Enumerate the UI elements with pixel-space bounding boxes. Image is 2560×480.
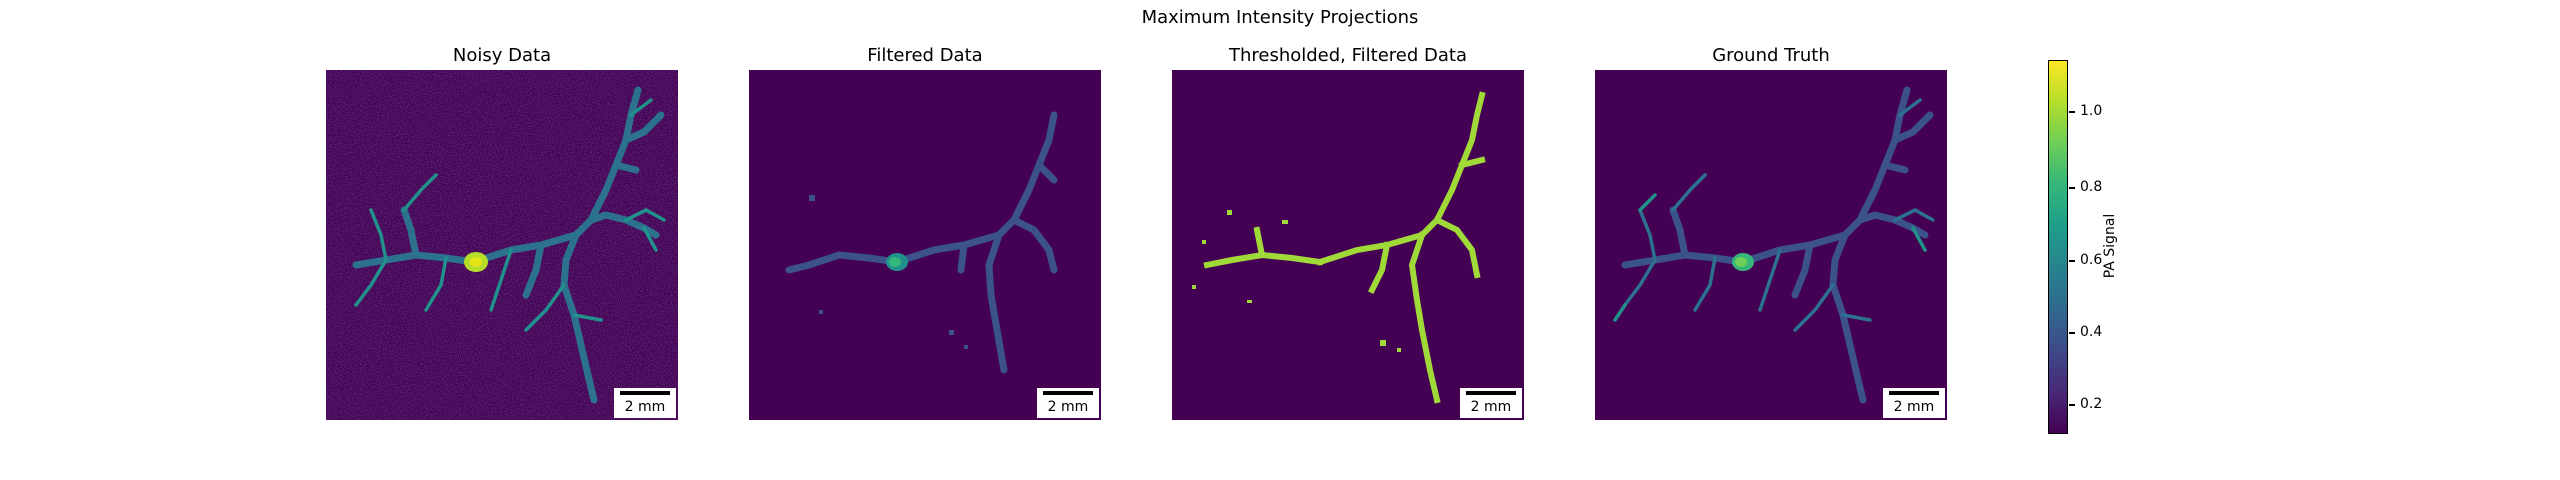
colorbar-tick-label: 0.2 (2080, 396, 2103, 412)
colorbar-tick (2069, 404, 2075, 406)
colorbar-tick (2069, 111, 2075, 113)
colorbar-tick-label: 0.4 (2080, 324, 2103, 340)
scalebar-label: 2 mm (1893, 399, 1935, 415)
panel-title-ground-truth: Ground Truth (1712, 45, 1830, 66)
colorbar-tick-label: 0.6 (2080, 252, 2103, 268)
figure-title: Maximum Intensity Projections (1141, 7, 1419, 28)
panel-title-filtered: Filtered Data (867, 45, 983, 66)
scalebar: 2 mm (1883, 388, 1945, 418)
thresholded-data-image: 2 mm (1172, 70, 1524, 420)
panel-title-noisy: Noisy Data (452, 45, 552, 66)
scalebar-label: 2 mm (1470, 399, 1512, 415)
colorbar-tick-label: 1.0 (2080, 103, 2103, 119)
scalebar-line (1889, 391, 1939, 395)
colorbar-tick (2069, 332, 2075, 334)
colorbar-label-text: PA Signal (2102, 213, 2118, 279)
colorbar-tick (2069, 187, 2075, 189)
colorbar-tick-label: 0.8 (2080, 179, 2103, 195)
noisy-data-image: 2 mm (326, 70, 678, 420)
colorbar (2048, 60, 2068, 434)
ground-truth-image: 2 mm (1595, 70, 1947, 420)
scalebar: 2 mm (1460, 388, 1522, 418)
scalebar-line (1466, 391, 1516, 395)
filtered-data-image: 2 mm (749, 70, 1101, 420)
scalebar: 2 mm (614, 388, 676, 418)
scalebar-label: 2 mm (624, 399, 666, 415)
scalebar-line (1043, 391, 1093, 395)
panel-title-thresholded: Thresholded, Filtered Data (1228, 45, 1468, 66)
scalebar-label: 2 mm (1047, 399, 1089, 415)
colorbar-tick (2069, 260, 2075, 262)
scalebar: 2 mm (1037, 388, 1099, 418)
scalebar-line (620, 391, 670, 395)
